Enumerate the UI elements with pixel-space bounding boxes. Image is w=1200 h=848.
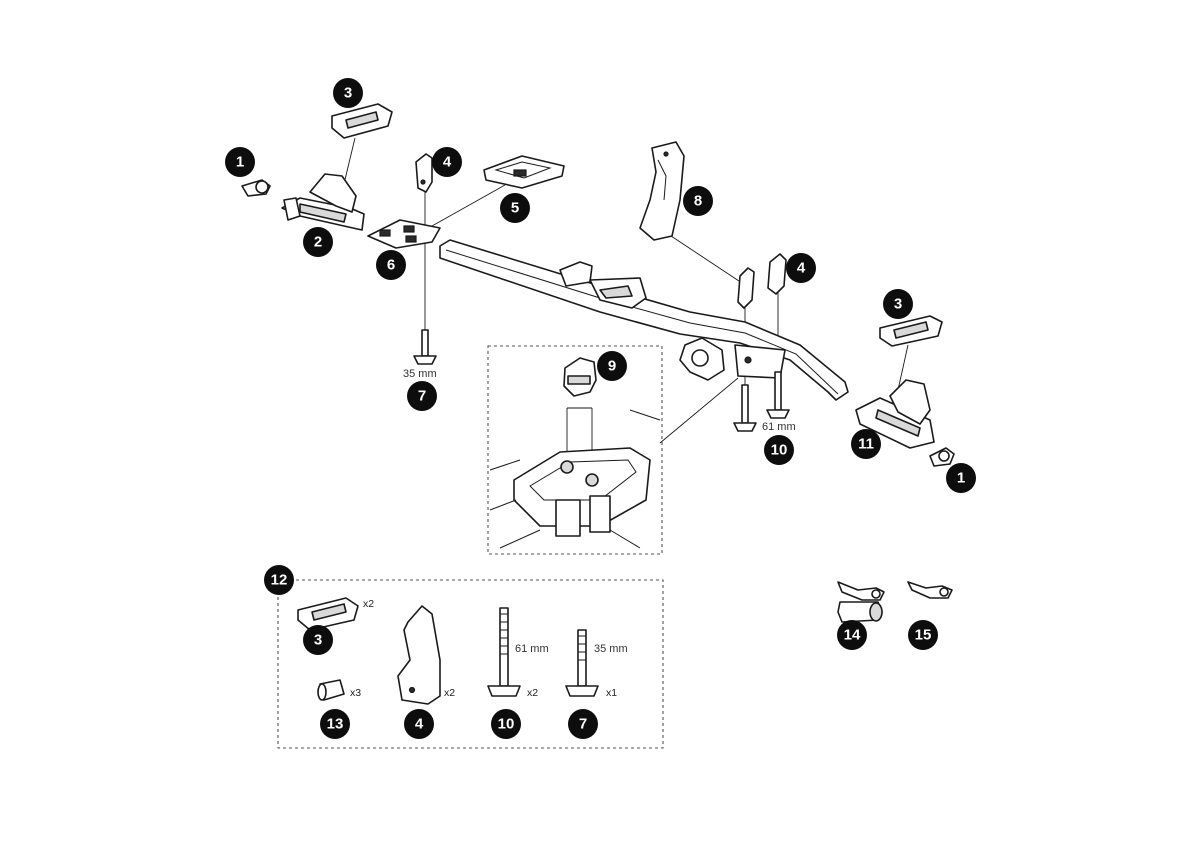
badge-4-kit: 4 xyxy=(404,709,434,739)
svg-text:10: 10 xyxy=(771,442,788,459)
svg-text:4: 4 xyxy=(443,154,452,171)
badge-10-top: 10 xyxy=(764,435,794,465)
base-plate-part xyxy=(367,219,441,249)
svg-text:8: 8 xyxy=(694,193,702,210)
svg-text:4: 4 xyxy=(415,716,424,733)
kit-holder-quantity: x2 xyxy=(444,687,455,699)
svg-text:6: 6 xyxy=(387,257,395,274)
badge-13: 13 xyxy=(320,709,350,739)
svg-text:7: 7 xyxy=(418,388,426,405)
kit-strap-quantity: x2 xyxy=(363,598,374,610)
end-cap-part xyxy=(241,179,271,197)
kit-cap-quantity: x3 xyxy=(350,687,361,699)
badge-9: 9 xyxy=(597,351,627,381)
dimension-35mm-top: 35 mm xyxy=(403,368,437,380)
svg-text:13: 13 xyxy=(327,716,344,733)
badge-7-top: 7 xyxy=(407,381,437,411)
key-part xyxy=(907,581,953,599)
badge-1-right: 1 xyxy=(946,463,976,493)
svg-text:14: 14 xyxy=(844,627,861,644)
badge-4-mid: 4 xyxy=(786,253,816,283)
detail-view-box xyxy=(487,345,663,555)
svg-text:11: 11 xyxy=(858,436,874,453)
kit-bolt35-quantity: x1 xyxy=(606,687,617,699)
svg-text:5: 5 xyxy=(511,200,519,217)
svg-text:3: 3 xyxy=(344,85,352,102)
badge-11: 11 xyxy=(851,429,881,459)
rear-wheel-holder-part xyxy=(855,379,935,449)
kit-bolt-61mm xyxy=(487,607,521,697)
badge-3-kit: 3 xyxy=(303,625,333,655)
dimension-61mm-top: 61 mm xyxy=(762,421,796,433)
spare-parts-kit-box xyxy=(277,579,664,749)
bolt-35mm-top xyxy=(413,329,437,365)
wheel-holder-part xyxy=(281,173,365,231)
kit-bolt-35mm xyxy=(565,629,599,697)
badge-1-top: 1 xyxy=(225,147,255,177)
svg-text:3: 3 xyxy=(314,632,322,649)
fork-holder-part xyxy=(639,141,685,241)
detail-view-illustration xyxy=(489,357,661,549)
badge-4-top: 4 xyxy=(432,147,462,177)
holder-part-top-left xyxy=(415,153,433,193)
badge-14: 14 xyxy=(837,620,867,650)
svg-text:15: 15 xyxy=(915,627,932,644)
svg-text:10: 10 xyxy=(498,716,515,733)
strap-part-right xyxy=(879,315,943,347)
kit-dimension-61mm: 61 mm xyxy=(515,643,549,655)
svg-text:9: 9 xyxy=(608,358,616,375)
badge-6: 6 xyxy=(376,250,406,280)
badge-7-kit: 7 xyxy=(568,709,598,739)
main-frame-bar xyxy=(439,239,849,401)
svg-text:1: 1 xyxy=(236,154,244,171)
badge-10-kit: 10 xyxy=(491,709,521,739)
end-cap-part-right xyxy=(929,447,955,467)
svg-text:4: 4 xyxy=(797,260,806,277)
kit-strap-part xyxy=(297,597,359,631)
svg-text:2: 2 xyxy=(314,234,322,251)
svg-text:12: 12 xyxy=(271,572,288,589)
kit-dimension-35mm: 35 mm xyxy=(594,643,628,655)
svg-text:7: 7 xyxy=(579,716,587,733)
holder-parts-on-bar xyxy=(737,253,787,309)
badge-8: 8 xyxy=(683,186,713,216)
lock-cylinder-key-part xyxy=(837,581,885,623)
frame-adapter-part xyxy=(483,155,565,189)
svg-text:1: 1 xyxy=(957,470,965,487)
kit-cap-part xyxy=(317,679,345,701)
bolts-61mm-top xyxy=(733,371,790,432)
badge-2: 2 xyxy=(303,227,333,257)
badge-3-right: 3 xyxy=(883,289,913,319)
badge-15: 15 xyxy=(908,620,938,650)
kit-holder-part xyxy=(397,605,441,705)
badge-5: 5 xyxy=(500,193,530,223)
kit-bolt61-quantity: x2 xyxy=(527,687,538,699)
strap-part-top-left xyxy=(331,103,393,139)
svg-text:3: 3 xyxy=(894,296,902,313)
badge-3-top: 3 xyxy=(333,78,363,108)
badge-12: 12 xyxy=(264,565,294,595)
